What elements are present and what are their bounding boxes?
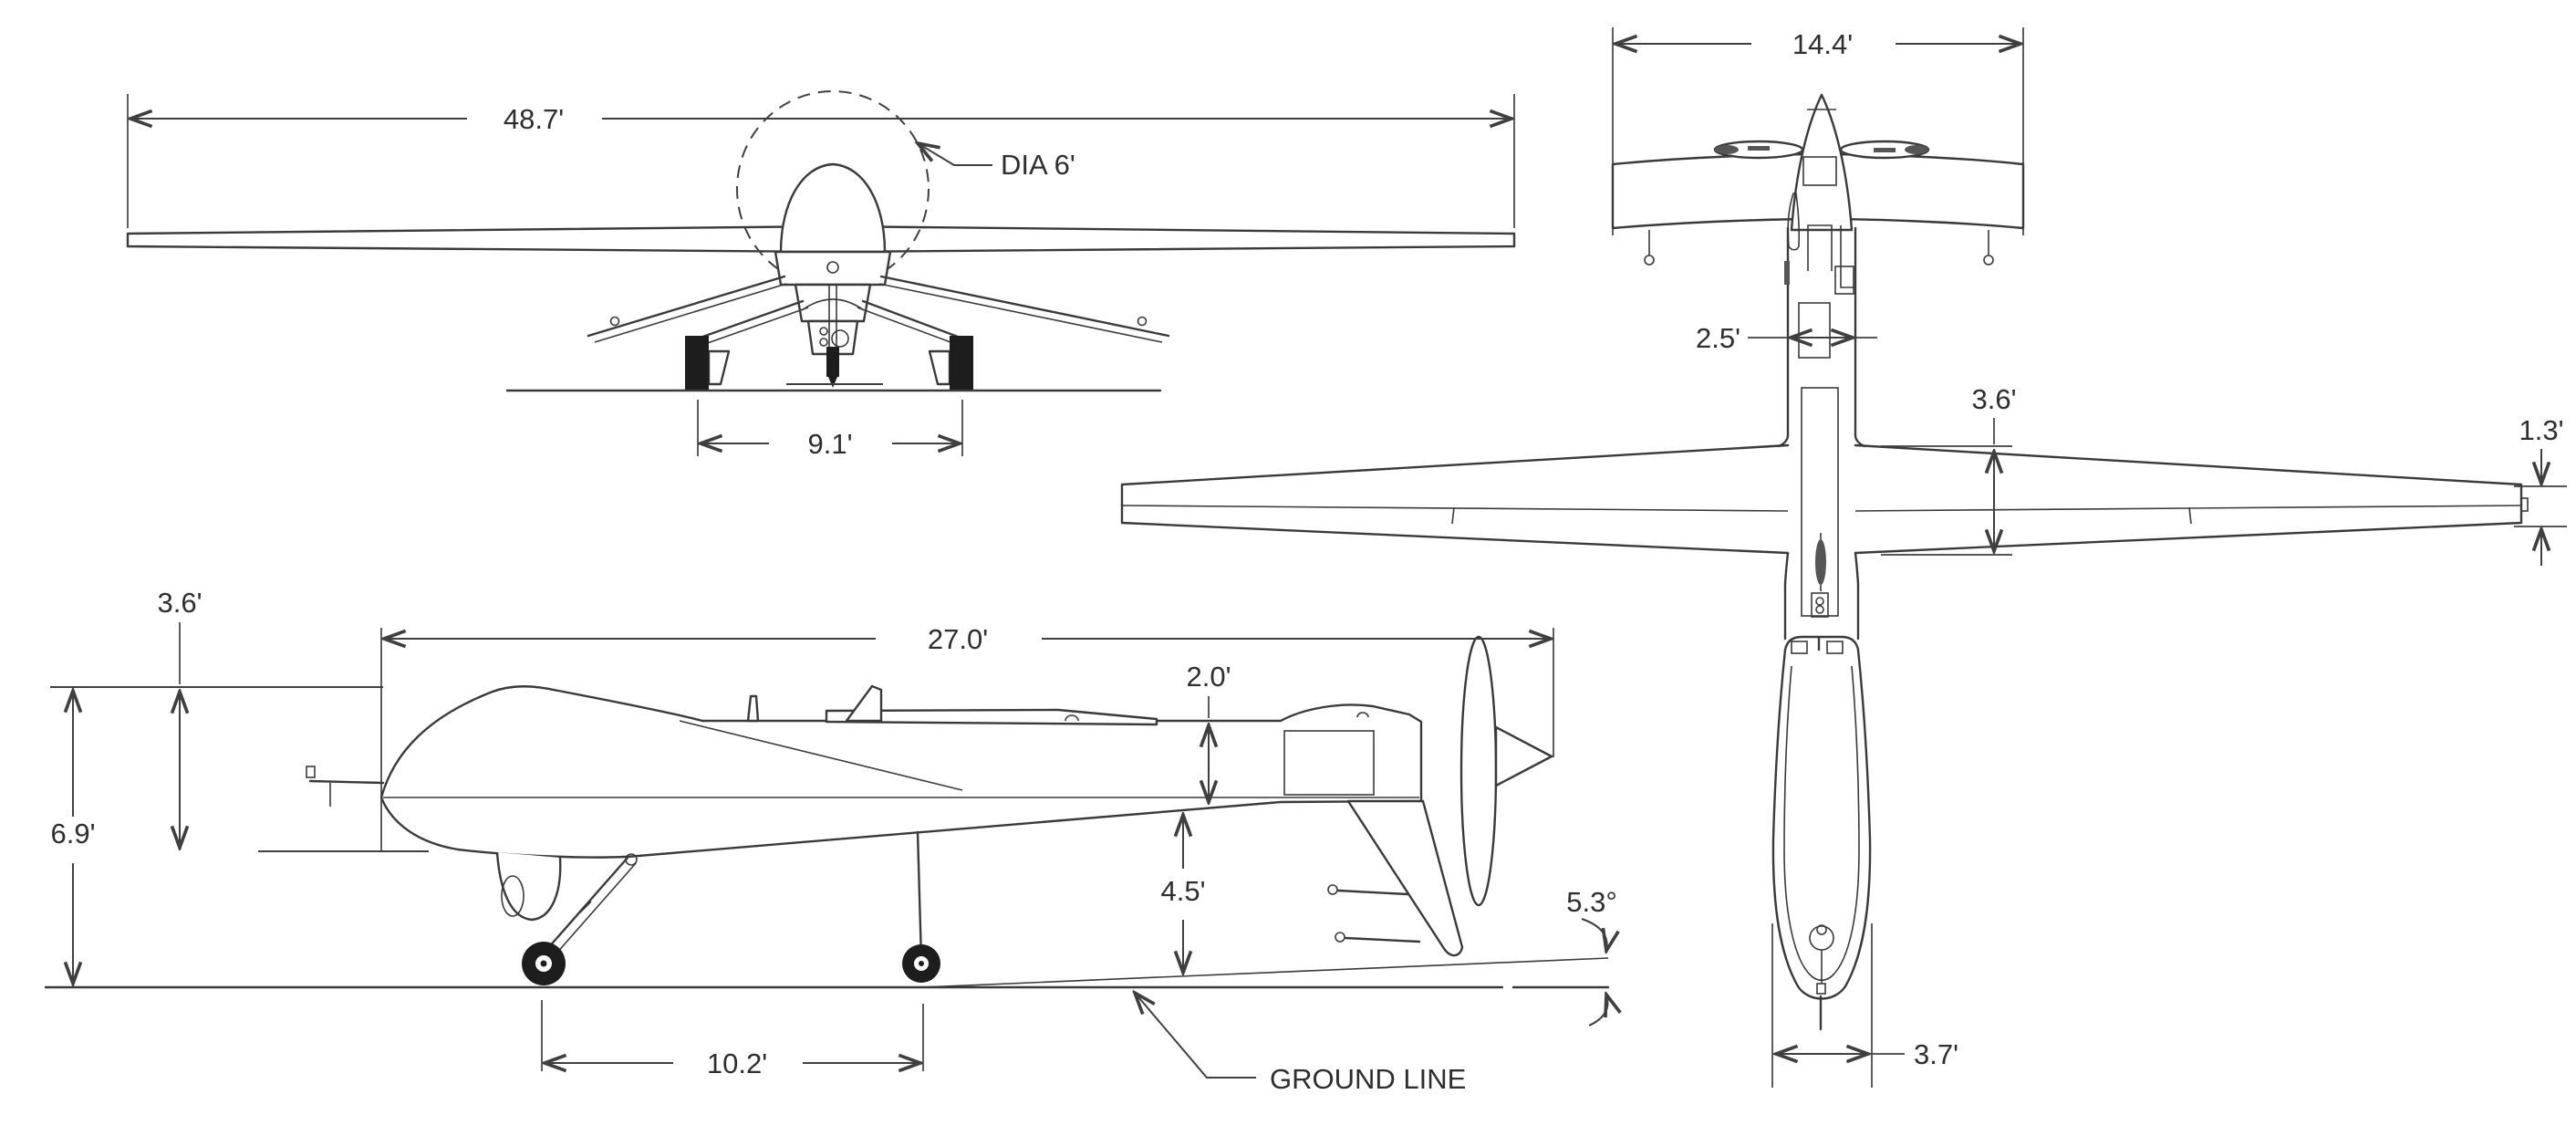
front-track-dimension: 9.1' (697, 400, 963, 460)
overall-height-dimension: 6.9' (50, 691, 96, 984)
tail-clearance-label: 4.5' (1160, 875, 1205, 907)
propeller-blade (1459, 635, 1498, 907)
front-gear-struts (587, 275, 1170, 346)
antenna-blade (746, 694, 760, 723)
front-wingspan-dimension: 48.7' (127, 94, 1515, 228)
wingspan-label: 48.7' (504, 103, 564, 135)
nose-width-dimension: 3.7' (1771, 923, 1958, 1088)
root-chord-dimension: 3.6' (1881, 383, 2017, 556)
front-center-body (774, 250, 892, 356)
prop-diameter-callout: DIA 6' (918, 143, 1075, 181)
tail-antennas (1644, 230, 1994, 266)
nose-sensor-ball (1809, 925, 1834, 951)
root-chord-label: 3.6' (1971, 383, 2016, 415)
tailspan-dimension: 14.4' (1612, 27, 2024, 235)
fuselage-width-label: 2.5' (1696, 322, 1740, 354)
ventral-fin (1327, 799, 1464, 957)
spinner (1494, 725, 1553, 787)
side-wing (825, 708, 1158, 726)
tip-chord-label: 1.3' (2519, 414, 2563, 446)
top-view: 14.4' (1120, 27, 2567, 1088)
overall-height-label: 6.9' (50, 818, 95, 849)
pitot-tube (306, 766, 385, 807)
boom-depth-label: 2.0' (1186, 661, 1231, 693)
front-fuselage-dome (779, 162, 887, 254)
tip-chord-dimension: 1.3' (2514, 414, 2567, 566)
front-main-wheels (685, 336, 973, 391)
front-nose-gear (786, 285, 883, 388)
tail-cone (1790, 93, 1854, 232)
ground-line-callout: GROUND LINE (1135, 993, 1466, 1095)
tail-angle-label: 5.3° (1566, 886, 1617, 918)
forebody-height-label: 3.6' (157, 587, 202, 619)
chin-turret (495, 851, 562, 922)
fuselage-bays (1784, 193, 1855, 618)
tail-clearance-line (922, 957, 1609, 988)
nose-width-label: 3.7' (1914, 1038, 1958, 1070)
side-fuselage (379, 685, 1423, 859)
tail-angle-callout: 5.3° (1566, 886, 1617, 1027)
side-nose-gear (522, 853, 638, 985)
top-wings (1120, 443, 2529, 555)
tailspan-label: 14.4' (1792, 28, 1853, 60)
tail-clearance-dimension: 4.5' (1160, 815, 1206, 973)
prop-diameter-label: DIA 6' (1001, 149, 1075, 181)
boom-depth-dimension: 2.0' (1186, 661, 1231, 802)
side-view: 27.0' 3.6' 6.9' 2.0' 4.5' (44, 587, 1617, 1095)
dorsal-fin (845, 684, 883, 723)
length-label: 27.0' (928, 623, 988, 655)
wheelbase-label: 10.2' (707, 1047, 767, 1079)
top-propeller (1713, 140, 1930, 160)
engine-bay (1283, 730, 1375, 796)
engine-hatch (1802, 156, 1837, 186)
top-nose (1771, 635, 1872, 1031)
length-dimension: 27.0' (380, 623, 1554, 851)
ground-line-label: GROUND LINE (1270, 1063, 1466, 1095)
fuselage-width-dimension: 2.5' (1696, 322, 1877, 354)
wheel-track-label: 9.1' (807, 428, 852, 460)
front-view: 48.7' (126, 90, 1516, 460)
forebody-height-dimension: 3.6' (157, 587, 203, 848)
side-main-gear (902, 830, 940, 983)
wheelbase-dimension: 10.2' (541, 1000, 924, 1079)
